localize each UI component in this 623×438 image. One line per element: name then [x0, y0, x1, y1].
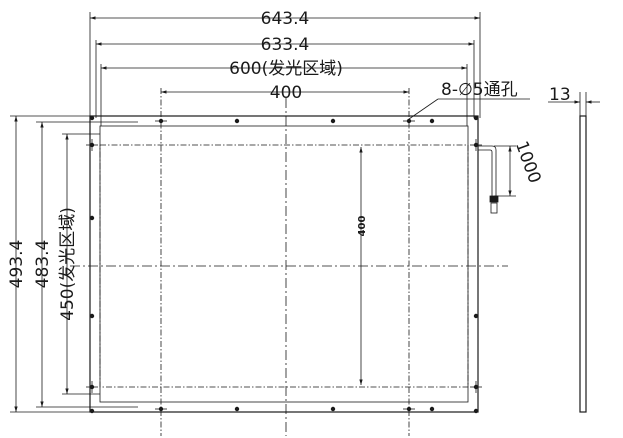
frame-height-label: 483.4 — [33, 240, 53, 289]
panel-side-profile — [579, 115, 587, 413]
side-view: 13 — [548, 85, 600, 413]
hole-crosshairs — [86, 120, 482, 410]
overall-width-label: 643.4 — [261, 9, 310, 29]
frame-width-label: 633.4 — [261, 35, 310, 55]
panel-outer-frame — [89, 115, 479, 413]
left-dimensions: 493.4 483.4 450(发光区域) — [7, 115, 138, 413]
cable-length-dimension: 1000 — [494, 139, 545, 197]
mounting-holes — [89, 115, 479, 414]
front-view: 400 — [70, 88, 508, 436]
cable-length-label: 1000 — [511, 139, 545, 186]
emitting-height-label: 450(发光区域) — [58, 207, 78, 321]
top-dimensions: 643.4 633.4 600(发光区域) 400 8-∅5通孔 — [89, 9, 530, 126]
inner-height-label: 400 — [357, 216, 368, 237]
overall-height-label: 493.4 — [7, 240, 27, 289]
power-cable — [478, 145, 499, 214]
panel-inner-frame — [99, 125, 469, 403]
inner-height-dimension: 400 — [357, 147, 368, 385]
hole-spacing-label: 400 — [270, 83, 302, 103]
emitting-width-label: 600(发光区域) — [229, 59, 343, 79]
mounting-holes-callout: 8-∅5通孔 — [441, 80, 518, 100]
thickness-label: 13 — [549, 85, 571, 105]
